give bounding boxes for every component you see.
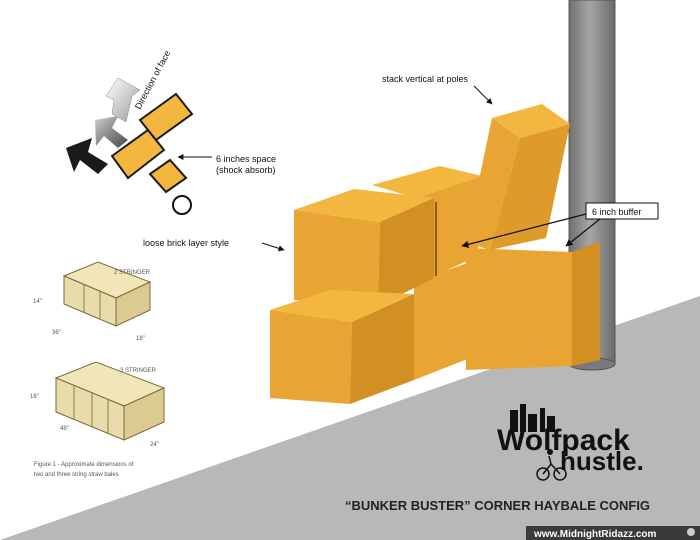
skull-icon: [687, 528, 695, 536]
label-three-stringer: 3 STRINGER: [120, 368, 157, 374]
plan-view: [110, 92, 194, 215]
direction-arrow-light: [105, 77, 141, 123]
plan-pole: [172, 195, 192, 215]
footer-url: www.MidnightRidazz.com: [533, 529, 657, 540]
direction-arrow-dark: [66, 138, 108, 174]
vertical-bale-lower: [466, 242, 600, 370]
buffer-callout: 6 inch buffer: [461, 202, 659, 248]
dim-bottom-length: 48": [60, 426, 69, 432]
inset-bale-two-string: [62, 261, 152, 327]
logo-word-2: hustle.: [560, 446, 644, 476]
arrow-stack-vertical: [473, 85, 493, 105]
inset-caption-1: Figure 1 - Approximate dimensions of: [34, 462, 134, 468]
arrow-loose-brick: [261, 242, 285, 252]
dim-top-width: 18": [136, 336, 145, 342]
arrow-buffer-left: [461, 213, 587, 248]
bale-back-lower: [414, 262, 470, 380]
label-six-inch-buffer: 6 inch buffer: [592, 207, 641, 217]
arrow-buffer-right: [565, 218, 601, 247]
label-loose-brick: loose brick layer style: [143, 238, 229, 248]
bicycle-wheel-front: [553, 467, 567, 481]
inset-figure: 2 STRINGER 14" 36" 18" 3 STRINGER 16" 48…: [30, 261, 166, 478]
label-six-inch-space-1: 6 inches space: [216, 154, 276, 164]
label-stack-vertical: stack vertical at poles: [382, 74, 469, 84]
bale-front-bottom: [270, 290, 414, 404]
bicycle-wheel-back: [536, 467, 550, 481]
dim-top-length: 36": [52, 330, 61, 336]
dim-bottom-height: 16": [30, 394, 39, 400]
dim-bottom-width: 24": [150, 442, 159, 448]
wolfpack-hustle-logo: Wolfpack hustle.: [497, 404, 644, 481]
direction-arrow-mid: [95, 116, 128, 148]
logo-word-1: Wolfpack: [497, 424, 630, 457]
plan-bale-1: [110, 128, 166, 180]
inset-bale-three-string: [54, 361, 166, 441]
label-two-stringer: 2 STRINGER: [114, 270, 151, 276]
plan-bale-3: [148, 158, 188, 194]
footer-bar: [526, 526, 700, 540]
inset-caption-2: two and three string straw bales: [34, 472, 119, 478]
label-six-inch-space-2: (shock absorb): [216, 165, 276, 175]
plan-bale-2: [138, 92, 194, 142]
diagram-title: “BUNKER BUSTER” CORNER HAYBALE CONFIG: [345, 498, 650, 513]
dim-top-height: 14": [33, 299, 42, 305]
bale-front-top: [294, 189, 437, 306]
